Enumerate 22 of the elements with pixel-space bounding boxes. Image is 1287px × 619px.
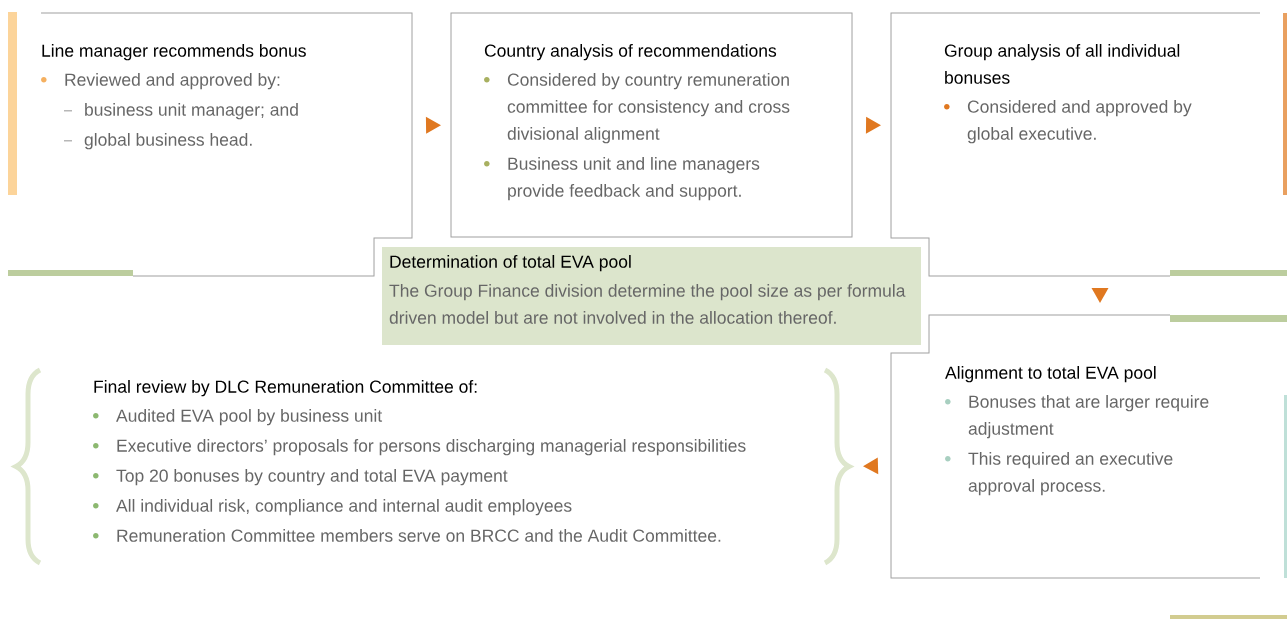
- heading: Group analysis of all individual bonuses: [944, 44, 1180, 84]
- arrow: [1091, 288, 1109, 303]
- arrow: [865, 116, 881, 134]
- bullet-item: Bonuses that are larger require adjustment: [945, 395, 1209, 439]
- arrow: [863, 457, 880, 475]
- process-box: [450, 12, 853, 238]
- heading: Country analysis of recommendations: [484, 44, 777, 61]
- bullet-item: Considered and approved by global executive.: [944, 100, 1192, 144]
- heading: Line manager recommends bonus: [42, 44, 306, 61]
- bullet-item: Business unit and line managers provide feedback and support.: [484, 157, 760, 201]
- heading: Determination of total EVA pool: [390, 255, 631, 272]
- highlight-box: [382, 247, 921, 345]
- bullet-item: Reviewed and approved by:: [41, 73, 280, 90]
- description: The Group Finance division determine the pool size as per formula driven model but are not involved in the allocation thereof.: [389, 284, 906, 324]
- process-box: [890, 12, 1261, 277]
- heading: Alignment to total EVA pool: [945, 366, 1156, 383]
- bullet-item: This required an executive approval process.: [945, 452, 1173, 496]
- bullet-item: Considered by country remuneration committee for consistency and cross divisional alignment: [484, 73, 790, 144]
- arrow: [425, 116, 441, 134]
- sub-item: global business head.: [63, 133, 252, 150]
- sub-item: business unit manager; and: [63, 103, 298, 120]
- process-box: [890, 314, 1261, 579]
